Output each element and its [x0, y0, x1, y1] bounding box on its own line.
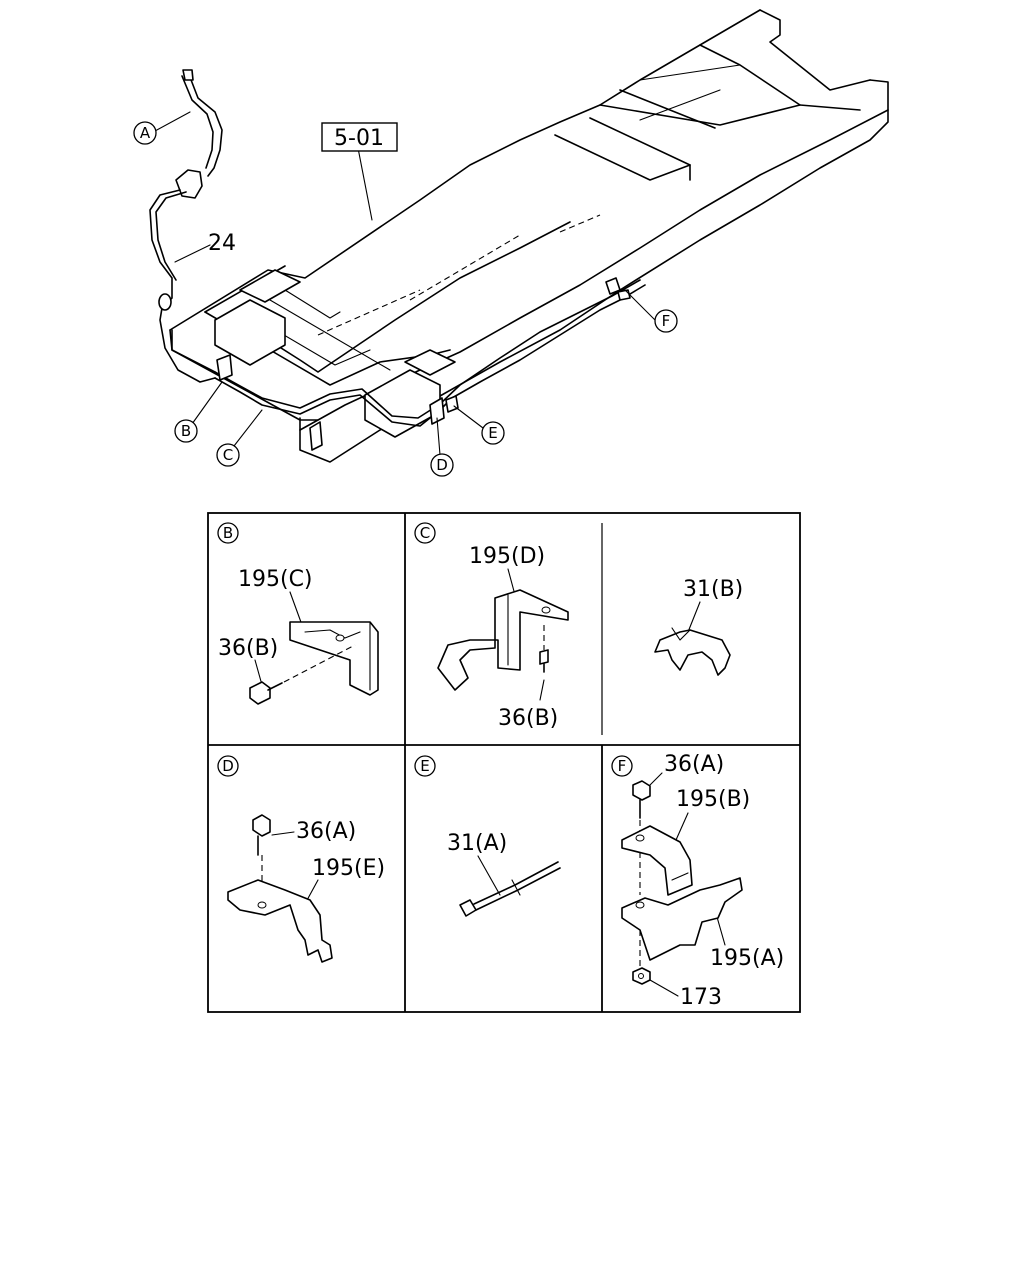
- svg-text:B: B: [181, 422, 191, 440]
- panel-c: C 195(D) 36(B): [414, 522, 569, 731]
- panel-f-part-2: 195(B): [676, 787, 750, 812]
- svg-text:E: E: [488, 424, 497, 442]
- reference-box: 5-01: [321, 122, 398, 152]
- panel-b-part-1: 195(C): [238, 567, 313, 592]
- panel-c2-part-1: 31(B): [683, 577, 743, 602]
- callout-c: C: [216, 443, 240, 467]
- svg-text:D: D: [436, 456, 448, 474]
- panel-b-part-2: 36(B): [218, 636, 278, 661]
- callout-b: B: [174, 419, 198, 443]
- leader-lines: [154, 111, 656, 456]
- panel-e-letter: E: [420, 757, 429, 775]
- panel-c-part-2: 36(B): [498, 706, 558, 731]
- clip-e: [445, 395, 459, 413]
- panel-e-part-1: 31(A): [447, 831, 507, 856]
- callout-d: D: [430, 453, 454, 477]
- panel-f-part-3: 195(A): [710, 946, 784, 971]
- panel-b: B 195(C) 36(B): [217, 522, 379, 705]
- reference-label: 5-01: [334, 126, 384, 151]
- panel-d-part-2: 195(E): [312, 856, 385, 881]
- harness-part-label: 24: [208, 231, 236, 256]
- wiring-harness: [149, 69, 646, 427]
- panel-f-part-1: 36(A): [664, 752, 724, 777]
- svg-text:F: F: [662, 312, 671, 330]
- panel-d: D 36(A) 195(E): [217, 755, 385, 963]
- panel-d-part-1: 36(A): [296, 819, 356, 844]
- svg-text:C: C: [223, 446, 233, 464]
- panel-c2: 31(B): [654, 577, 743, 676]
- panel-e: E 31(A): [414, 755, 561, 917]
- panel-f-letter: F: [618, 757, 627, 775]
- panel-f: F 36(A) 195(B) 195(A) 173: [611, 752, 784, 1010]
- svg-text:A: A: [140, 124, 151, 142]
- clip-d: [429, 397, 445, 425]
- callout-a: A: [133, 121, 157, 145]
- detail-grid: [207, 512, 801, 1013]
- panel-f-part-4: 173: [680, 985, 722, 1010]
- chassis-frame: [169, 9, 889, 463]
- panel-b-letter: B: [223, 524, 233, 542]
- callout-e: E: [481, 421, 505, 445]
- panel-c-part-1: 195(D): [469, 544, 545, 569]
- panel-d-letter: D: [222, 757, 234, 775]
- panel-c-letter: C: [420, 524, 430, 542]
- clip-b: [216, 354, 233, 381]
- callout-f: F: [654, 309, 678, 333]
